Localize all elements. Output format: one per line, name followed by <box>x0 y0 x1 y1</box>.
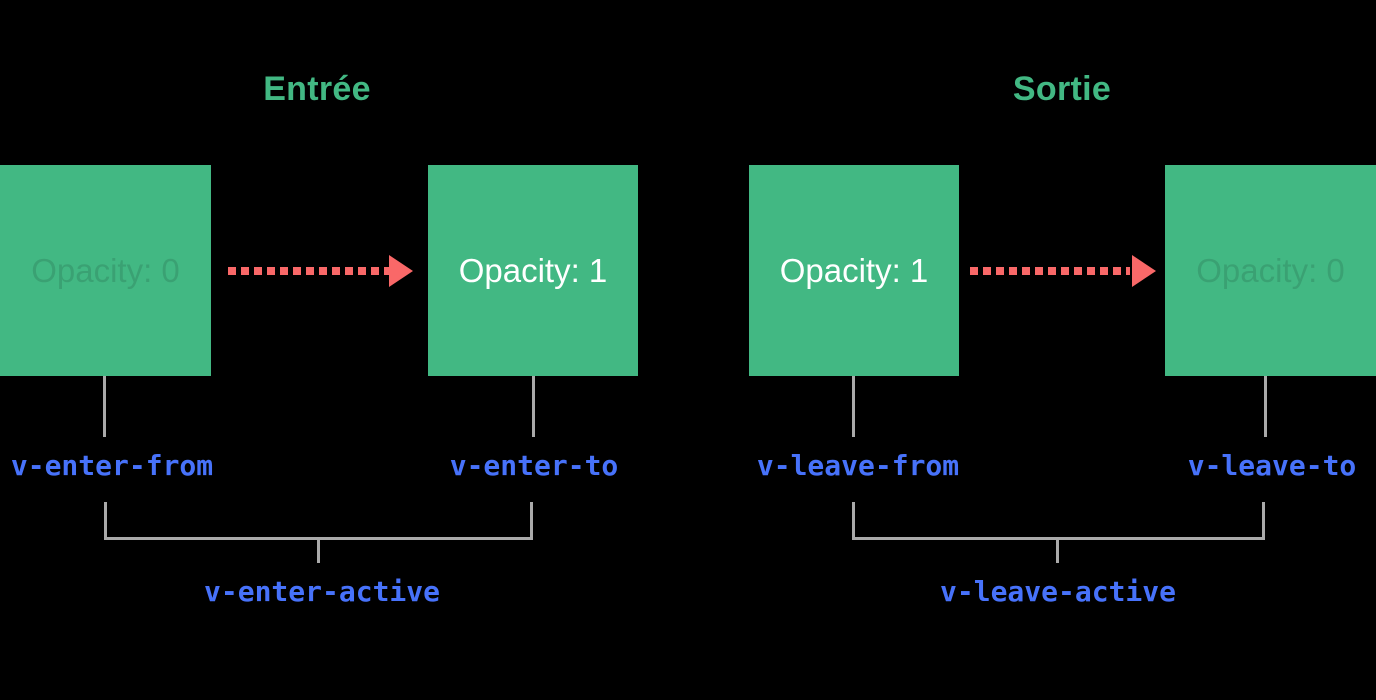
enter-from-box: Opacity: 0 <box>0 165 211 376</box>
enter-from-label: v-enter-from <box>10 449 214 482</box>
enter-from-box-text: Opacity: 0 <box>31 251 180 289</box>
leave-from-label: v-leave-from <box>756 449 960 482</box>
enter-to-box-text: Opacity: 1 <box>458 251 608 289</box>
enter-bracket-right-line <box>530 502 533 540</box>
leave-dashed-arrow-line <box>970 267 1130 275</box>
enter-dashed-arrow-line <box>228 267 390 275</box>
leave-from-box-text: Opacity: 1 <box>779 251 929 289</box>
leave-to-connector-line <box>1264 376 1267 437</box>
leave-active-label: v-leave-active <box>939 575 1177 608</box>
leave-to-box: Opacity: 0 <box>1165 165 1376 376</box>
leave-bracket-right-line <box>1262 502 1265 540</box>
leave-to-box-text: Opacity: 0 <box>1196 251 1345 289</box>
leave-from-box: Opacity: 1 <box>749 165 959 376</box>
leave-arrow-head-icon <box>1132 255 1156 287</box>
leave-from-connector-line <box>852 376 855 437</box>
enter-bracket-stem-line <box>317 540 320 563</box>
leave-bracket-bottom-line <box>852 537 1265 540</box>
leave-section-title: Sortie <box>1012 70 1112 108</box>
enter-section-title: Entrée <box>263 70 371 108</box>
enter-to-connector-line <box>532 376 535 437</box>
enter-bracket-bottom-line <box>104 537 533 540</box>
enter-bracket-left-line <box>104 502 107 540</box>
leave-bracket-left-line <box>852 502 855 540</box>
leave-to-label: v-leave-to <box>1187 449 1357 482</box>
enter-from-connector-line <box>103 376 106 437</box>
enter-to-label: v-enter-to <box>449 449 619 482</box>
leave-bracket-stem-line <box>1056 540 1059 563</box>
enter-to-box: Opacity: 1 <box>428 165 638 376</box>
enter-arrow-head-icon <box>389 255 413 287</box>
enter-active-label: v-enter-active <box>203 575 441 608</box>
